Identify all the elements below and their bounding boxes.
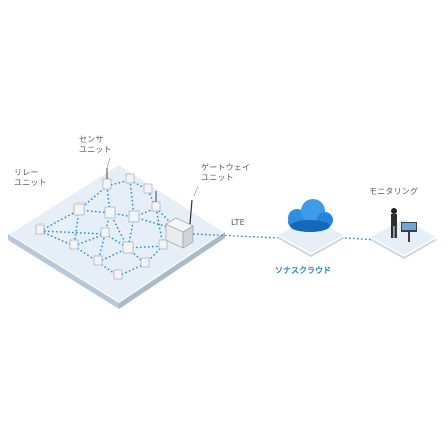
relay-unit-label-line-2: ユニット	[14, 178, 47, 187]
cloud-to-monitoring-link	[344, 237, 379, 241]
relay-unit-icon	[151, 191, 161, 212]
relay-unit-label-line-1: リレー	[14, 168, 39, 177]
sensor-unit-label-line-2: ユニット	[79, 145, 112, 154]
gateway-unit-label-line-1: ゲートウェイ	[201, 163, 251, 172]
relay-unit-icon	[93, 255, 103, 266]
relay-unit-icon	[158, 239, 168, 250]
relay-unit-icon	[102, 168, 112, 190]
monitoring-label: モニタリング	[369, 187, 419, 196]
sensor-unit-label-line-1: センサ	[79, 135, 104, 144]
relay-unit-icon	[143, 183, 153, 194]
lte-label: LTE	[231, 218, 245, 227]
sensor-unit-icon	[104, 206, 116, 219]
relay-unit-icon	[69, 239, 79, 250]
devices	[35, 168, 168, 280]
sonas-cloud-label: ソナスクラウド	[275, 266, 331, 275]
relay-unit-icon	[113, 269, 123, 280]
sensor-unit-icon	[128, 210, 140, 223]
gateway-unit-label-line-2: ユニット	[201, 173, 234, 182]
sensor-unit-label: センサ ユニット	[79, 135, 112, 155]
relay-unit-icon	[125, 173, 135, 184]
sensor-unit-icon	[73, 202, 86, 216]
sensor-field-platform	[6, 162, 227, 309]
sensor-unit-icon	[122, 241, 134, 254]
gateway-unit-icon	[165, 199, 194, 249]
gateway-unit-label: ゲートウェイ ユニット	[201, 163, 250, 183]
relay-unit-icon	[100, 227, 110, 238]
label-leader-gateway	[193, 185, 199, 197]
relay-unit-icon	[140, 257, 150, 268]
relay-unit-label: リレー ユニット	[14, 168, 47, 188]
relay-unit-icon	[35, 223, 46, 235]
label-leader-sensor	[106, 157, 111, 169]
lte-link	[192, 233, 281, 239]
monitoring-operator-icon	[391, 208, 417, 242]
cloud-icon	[288, 199, 333, 232]
